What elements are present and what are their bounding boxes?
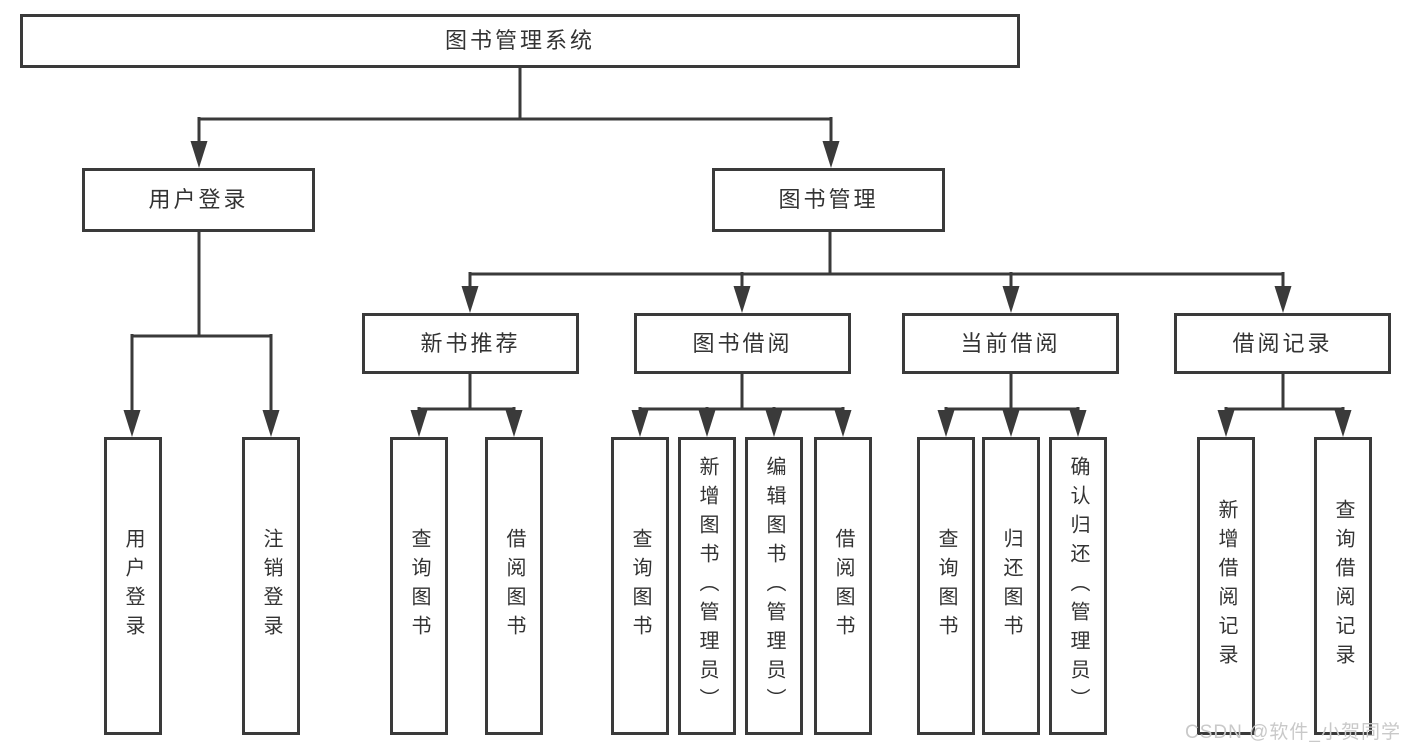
leaf-borrowing-query-books: 查询图书 <box>611 437 669 735</box>
arrowhead-down-icon <box>631 410 649 437</box>
node-new-book-recommendation: 新书推荐 <box>362 313 579 374</box>
leaf-recommend-query-books: 查询图书 <box>390 437 448 735</box>
arrowhead-down-icon <box>123 410 141 437</box>
node-user-login: 用户登录 <box>82 168 315 232</box>
arrowhead-down-icon <box>1069 410 1087 437</box>
arrowhead-down-icon <box>937 410 955 437</box>
leaf-records-query-record: 查询借阅记录 <box>1314 437 1372 735</box>
leaf-current-return-books: 归还图书 <box>982 437 1040 735</box>
leaf-borrowing-edit-books-admin: 编辑图书（管理员） <box>745 437 803 735</box>
leaf-user-login: 用户登录 <box>104 437 162 735</box>
arrowhead-down-icon <box>1002 410 1020 437</box>
leaf-records-add-record: 新增借阅记录 <box>1197 437 1255 735</box>
arrowhead-down-icon <box>765 410 783 437</box>
node-borrowing-records: 借阅记录 <box>1174 313 1391 374</box>
arrowhead-down-icon <box>262 410 280 437</box>
arrowhead-down-icon <box>505 410 523 437</box>
connector-records-children <box>1217 374 1352 437</box>
connector-recommendation-children <box>410 374 523 437</box>
node-current-borrowing: 当前借阅 <box>902 313 1119 374</box>
arrowhead-down-icon <box>834 410 852 437</box>
leaf-borrowing-add-books-admin: 新增图书（管理员） <box>678 437 736 735</box>
arrowhead-down-icon <box>1334 410 1352 437</box>
leaf-current-query-books: 查询图书 <box>917 437 975 735</box>
arrowhead-down-icon <box>822 141 840 168</box>
leaf-logout-login: 注销登录 <box>242 437 300 735</box>
leaf-current-confirm-return-admin: 确认归还（管理员） <box>1049 437 1107 735</box>
arrowhead-down-icon <box>1274 286 1292 313</box>
arrowhead-down-icon <box>410 410 428 437</box>
node-book-borrowing: 图书借阅 <box>634 313 851 374</box>
arrowhead-down-icon <box>190 141 208 168</box>
leaf-recommend-borrow-books: 借阅图书 <box>485 437 543 735</box>
node-system-root: 图书管理系统 <box>20 14 1020 68</box>
arrowhead-down-icon <box>461 286 479 313</box>
csdn-watermark: CSDN @软件_小贺同学 <box>1185 722 1401 743</box>
leaf-borrowing-borrow-books: 借阅图书 <box>814 437 872 735</box>
connector-borrowing-children <box>631 374 852 437</box>
connector-management-to-level3 <box>461 232 1292 313</box>
arrowhead-down-icon <box>698 410 716 437</box>
connector-current-children <box>937 374 1087 437</box>
arrowhead-down-icon <box>1002 286 1020 313</box>
arrowhead-down-icon <box>1217 410 1235 437</box>
connector-root-to-level2 <box>190 68 840 168</box>
node-book-management: 图书管理 <box>712 168 945 232</box>
arrowhead-down-icon <box>733 286 751 313</box>
connector-user-login-children <box>123 232 280 437</box>
